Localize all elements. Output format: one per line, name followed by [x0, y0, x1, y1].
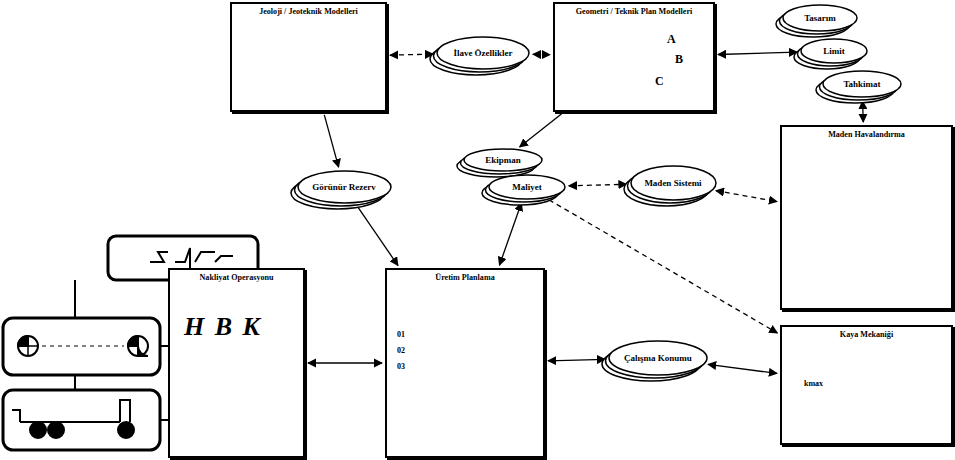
flow-arrow — [533, 54, 550, 56]
inline-label: 03 — [397, 362, 405, 371]
box-title: Nakliyat Operasyonu — [170, 270, 303, 283]
module-box: Maden Havalandırma — [780, 125, 953, 310]
box-title: Geometri / Teknik Plan Modelleri — [555, 4, 713, 17]
ellipse-label: Tasarım — [800, 13, 840, 23]
flow-arrow — [548, 359, 605, 360]
ellipse-outline — [437, 37, 529, 69]
cost-ellipse: Maliyet — [488, 174, 566, 200]
box-title: Jeoloji / Jeoteknik Modelleri — [232, 4, 385, 17]
flow-arrow — [308, 362, 382, 363]
ellipse-label: Görünür Rezerv — [308, 182, 380, 192]
module-box: Nakliyat Operasyonu H B K — [168, 268, 305, 458]
ellipse-outline — [298, 171, 391, 203]
box-title: Kaya Mekaniği — [782, 327, 951, 340]
inline-label: A — [667, 32, 676, 47]
inline-label: B — [675, 52, 683, 67]
design-ellipse: Tahkimat — [822, 70, 902, 98]
ellipse-label: Limit — [819, 46, 849, 56]
ellipse-outline — [631, 166, 716, 200]
design-ellipse: Limit — [800, 38, 868, 64]
flow-arrow — [390, 53, 433, 55]
module-box: Kaya Mekaniği kmax — [780, 325, 953, 445]
inline-label: kmax — [804, 379, 823, 388]
model-box: Geometri / Teknik Plan ModelleriABC — [553, 2, 715, 112]
system-ellipse: Maden Sistemi — [630, 165, 717, 201]
flow-arrow — [716, 191, 777, 202]
ellipse-label: Çalışma Konumu — [620, 353, 696, 363]
cost-ellipse: Ekipman — [463, 148, 543, 172]
ellipse-outline — [801, 39, 867, 63]
box-title: Üretim Planlama — [387, 270, 543, 283]
flow-arrow — [324, 115, 338, 167]
ellipse-outline — [783, 5, 857, 31]
feature-ellipse: İlave Özellikler — [436, 36, 530, 70]
flow-arrow — [499, 203, 521, 265]
position-ellipse: Çalışma Konumu — [608, 340, 708, 376]
flow-arrow — [569, 184, 627, 186]
reserve-ellipse: Görünür Rezerv — [297, 170, 392, 204]
design-ellipse: Tasarım — [782, 4, 858, 32]
flow-arrow — [549, 200, 777, 333]
ellipse-outline — [823, 71, 901, 97]
box-title: Maden Havalandırma — [782, 127, 951, 140]
ellipse-label: İlave Özellikler — [449, 48, 516, 58]
ellipse-outline — [609, 341, 707, 375]
flow-arrow — [357, 206, 398, 266]
model-box: Jeoloji / Jeoteknik Modelleri — [230, 2, 387, 112]
ellipse-label: Maliyet — [508, 182, 546, 192]
flow-arrow — [708, 364, 777, 373]
ellipse-outline — [464, 149, 542, 171]
flow-arrow — [862, 101, 864, 122]
inline-label: C — [655, 74, 664, 89]
flow-arrow — [520, 114, 562, 147]
ellipse-label: Tahkimat — [839, 79, 884, 89]
ellipse-outline — [489, 175, 565, 199]
ellipse-label: Maden Sistemi — [640, 178, 705, 188]
inline-label: 01 — [397, 330, 405, 339]
inline-label: H B K — [184, 312, 262, 342]
ellipse-label: Ekipman — [481, 155, 525, 165]
flow-arrow — [718, 52, 797, 54]
inline-label: 02 — [397, 346, 405, 355]
module-box: Üretim Planlama 01 02 03 — [385, 268, 545, 458]
